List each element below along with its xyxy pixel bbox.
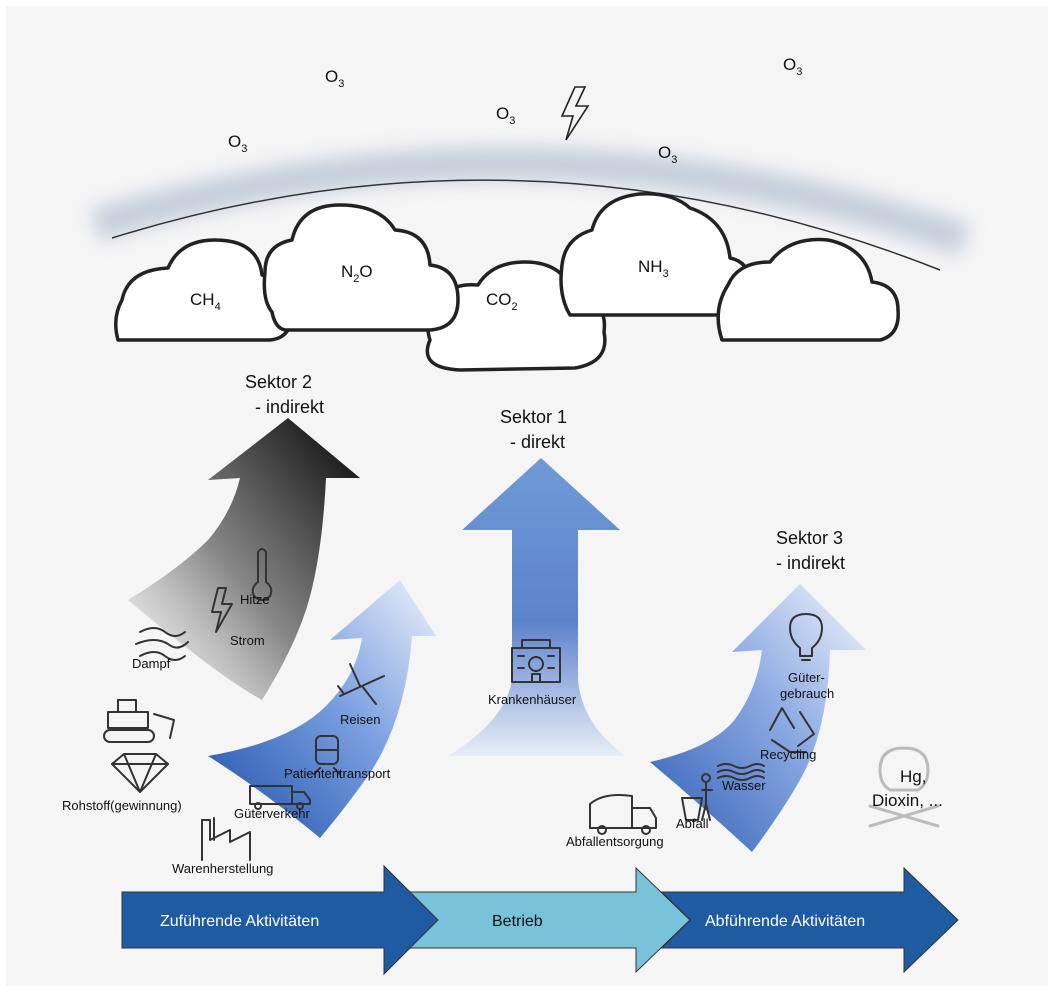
sector1-title: Sektor 1 [500,407,567,427]
ozone-label-5: O3 [783,55,802,78]
sector3-item-labels: Güter- gebrauch Recycling Wasser Abfall … [566,670,834,849]
steam-icon [135,627,189,661]
trash-icon [681,773,713,821]
abfall-label: Abfall [676,816,709,831]
sector1-arrow [448,458,626,756]
timeline: Zuführende Aktivitäten Betrieb Abführend… [121,864,959,976]
water-icon [717,763,765,781]
sector1-subtitle: - direkt [510,432,565,452]
timeline-zufuehrend-arrow [121,864,439,976]
gas-labels: CH4 N2O CO2 NH3 [190,257,669,313]
hg-label: Hg, [900,767,926,786]
sector3-subtitle: - indirekt [776,553,845,573]
train-icon [313,735,341,775]
sector2-subtitle: - indirekt [255,397,324,417]
betrieb-label: Betrieb [492,913,543,930]
abfuehrend-label: Abführende Aktivitäten [705,913,865,930]
supply-item-labels: Reisen Patiententransport Güterverkehr R… [62,712,391,876]
truck-icon [249,785,311,810]
diamond-icon [111,753,169,793]
gueter-label-1: Güter- [788,670,825,685]
sector3-title: Sektor 3 [776,528,843,548]
sector2-arrow [128,418,360,700]
sector-labels: Sektor 2 - indirekt Sektor 1 - direkt Se… [245,372,845,573]
cloud-n2o [262,203,460,332]
cloud-right [716,237,900,342]
warenherstellung-label: Warenherstellung [172,861,273,876]
ozone-label-2: O3 [228,132,247,155]
krankenhaeuser-label: Krankenhäuser [488,692,577,707]
reisen-label: Reisen [340,712,380,727]
gueterverkehr-label: Güterverkehr [234,806,311,821]
abfallentsorgung-label: Abfallentsorgung [566,834,664,849]
recycling-label: Recycling [760,747,816,762]
airplane-icon [337,663,385,705]
bulldozer-icon [103,699,175,743]
rohstoff-label: Rohstoff(gewinnung) [62,798,182,813]
atmosphere-glow [90,146,971,257]
ozone-labels: O3 O3 O3 O3 O3 [228,55,802,166]
supply-arrow [208,580,436,838]
thermometer-icon [251,548,273,601]
atmosphere-line [111,179,941,271]
recycling-icon [769,707,815,753]
zufuehrend-label: Zuführende Aktivitäten [160,913,319,930]
factory-icon [201,817,251,861]
gueter-label-2: gebrauch [780,686,834,701]
gas-co2: CO2 [486,290,518,313]
patiententransport-label: Patiententransport [284,766,391,781]
wasser-label: Wasser [722,778,766,793]
cloud-row [114,192,900,372]
gas-n2o: N2O [341,262,373,285]
ozone-label-3: O3 [496,104,515,127]
gas-ch4: CH4 [190,290,221,313]
gas-nh3: NH3 [638,257,669,280]
lightning-icon [211,587,233,633]
hospital-icon [511,639,561,683]
timeline-abfuehrend-arrow [660,866,959,974]
dampf-label: Dampf [132,656,171,671]
sector2-item-labels: Hitze Strom Dampf [132,592,270,671]
skull-icon [868,746,940,828]
ozone-label-1: O3 [325,67,344,90]
dioxin-label: Dioxin, ... [872,791,943,810]
sector2-title: Sektor 2 [245,372,312,392]
ozone-label-4: O3 [658,143,677,166]
lightning-icon [560,86,590,141]
garbage-truck-icon [589,794,657,835]
strom-label: Strom [230,633,265,648]
lightbulb-icon [789,613,823,661]
hitze-label: Hitze [240,592,270,607]
